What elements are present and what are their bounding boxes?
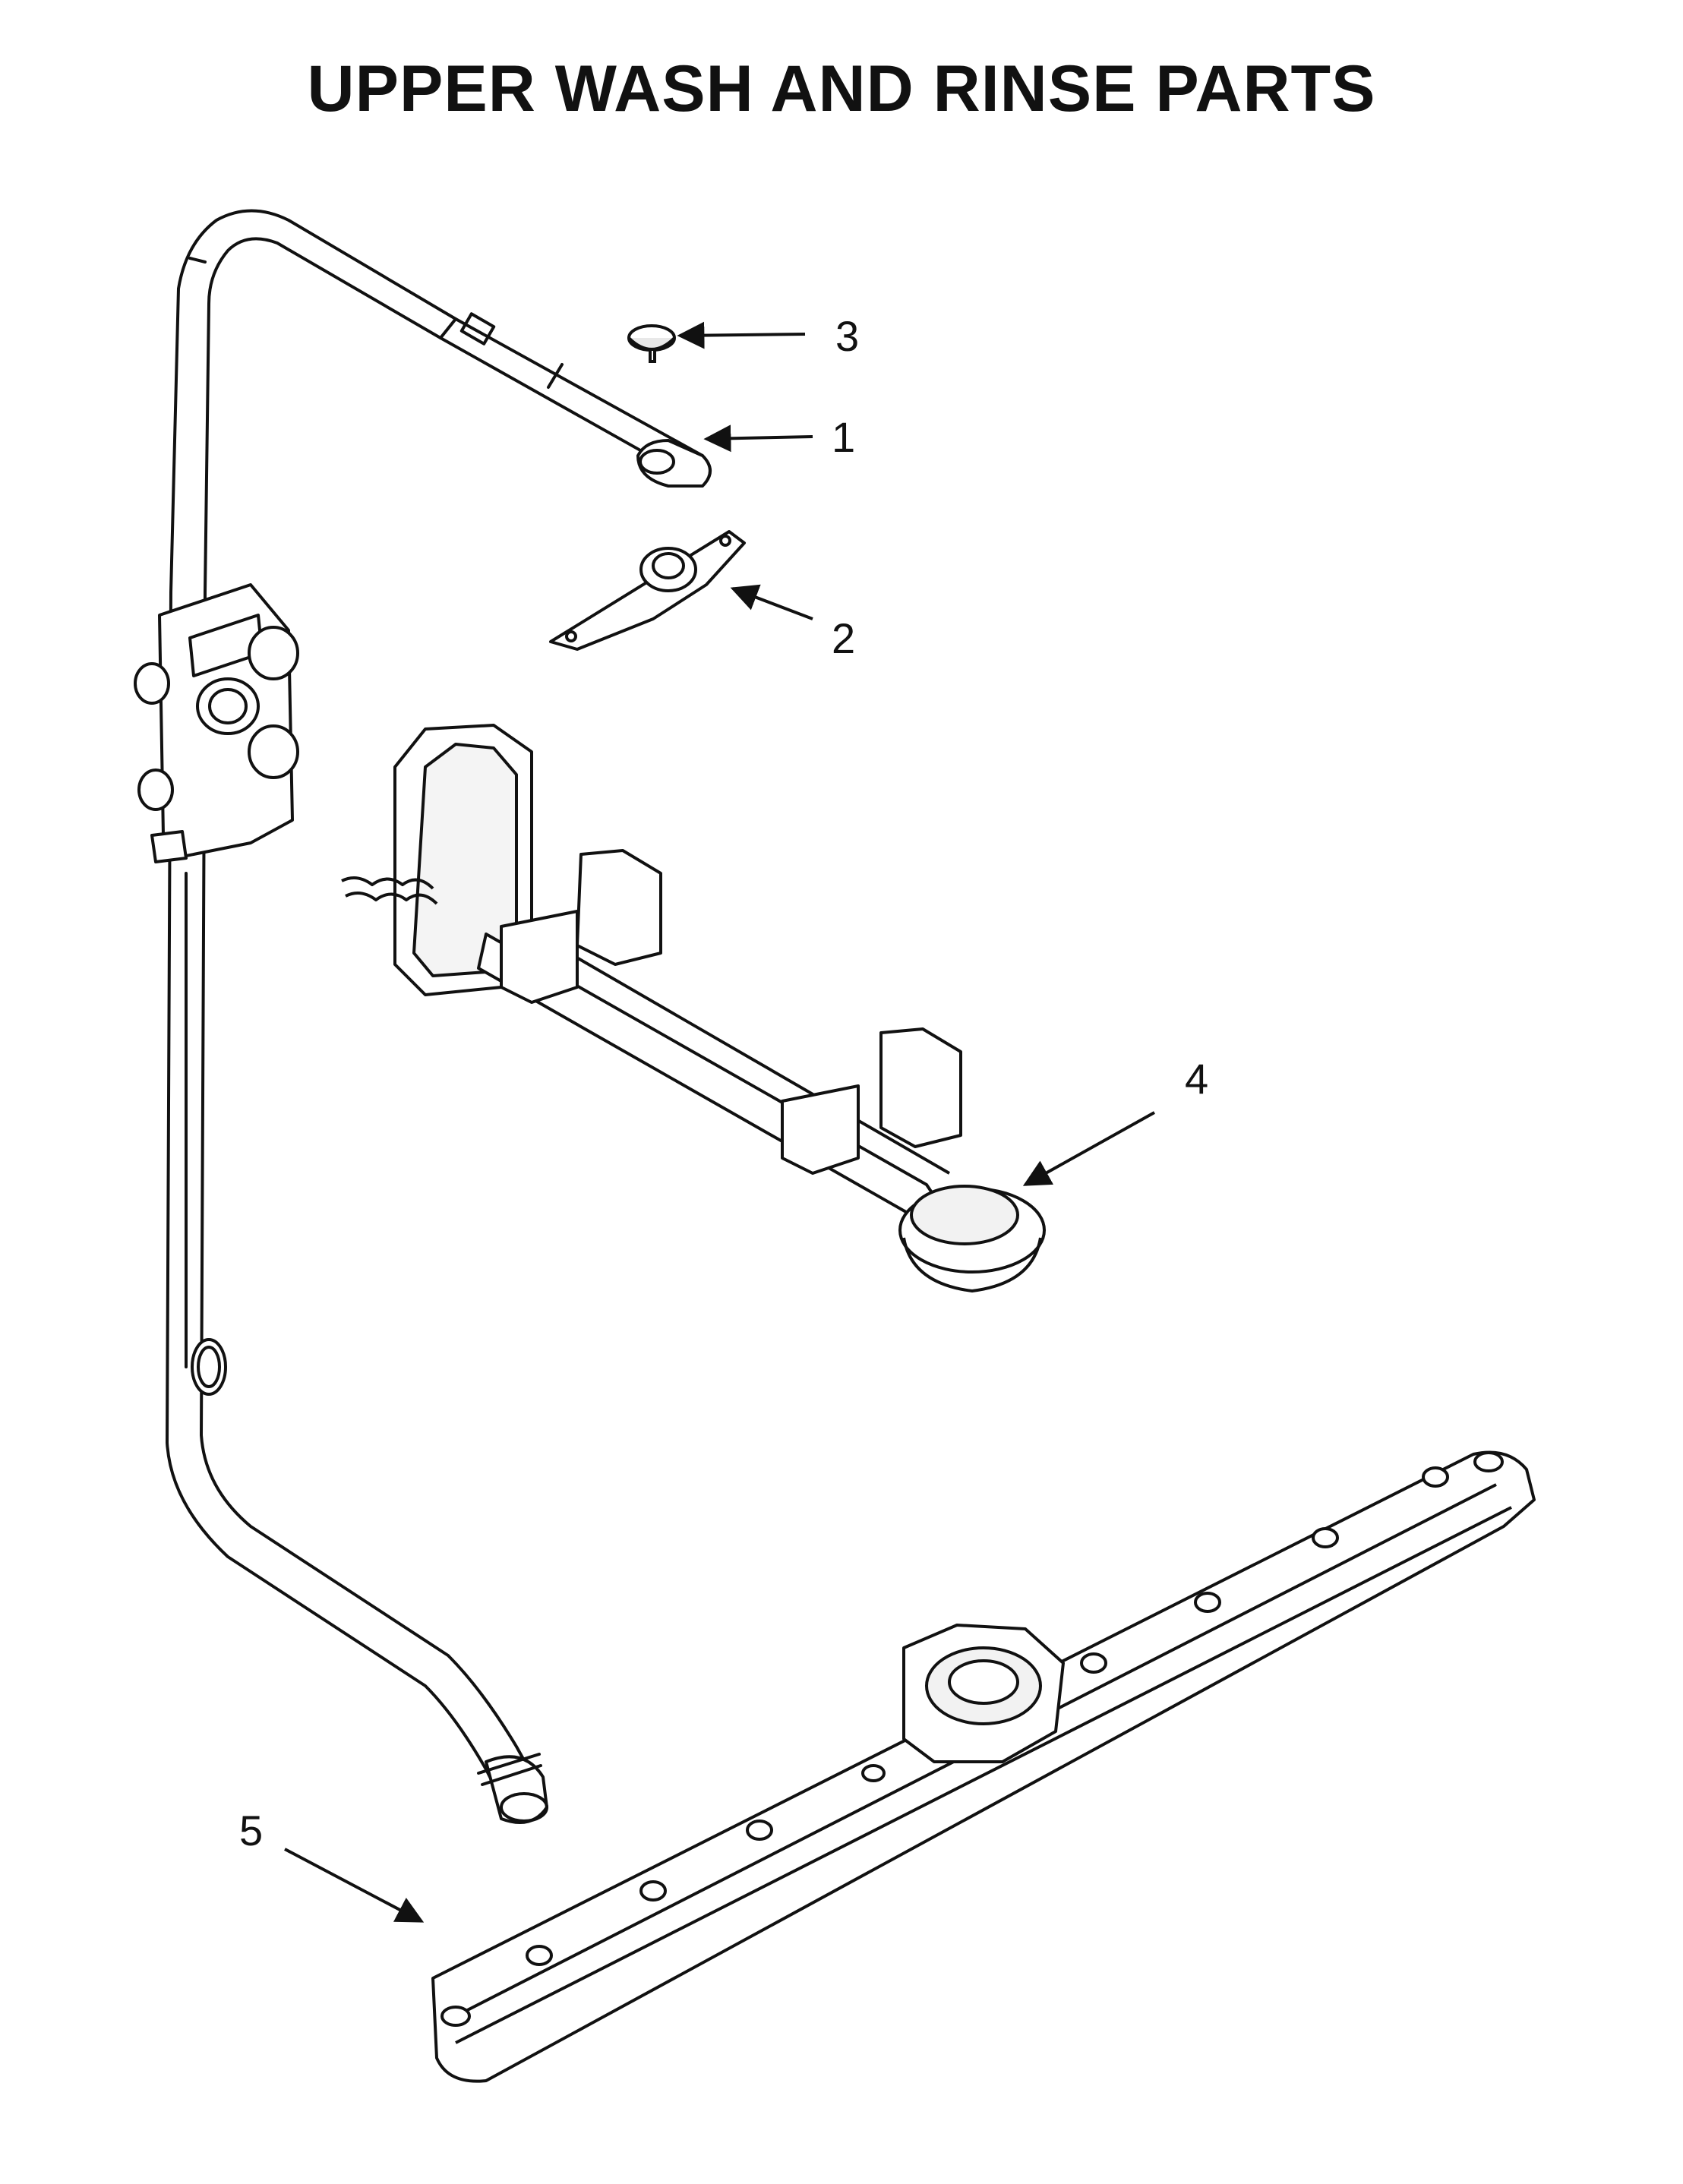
part-cap-plug	[627, 324, 676, 363]
part-lower-spray-arm	[431, 1450, 1536, 2083]
page-title: UPPER WASH AND RINSE PARTS	[307, 52, 1376, 125]
callout-label-4: 4	[1185, 1055, 1208, 1103]
part-mount-bracket	[549, 530, 746, 651]
part-riser-bracket	[134, 583, 299, 863]
callout-2: 2	[730, 584, 855, 662]
part-manifold-assembly	[341, 724, 1046, 1292]
callout-4: 4	[1022, 1055, 1208, 1186]
callout-label-3: 3	[835, 312, 859, 360]
callout-1: 1	[703, 413, 855, 461]
callout-label-5: 5	[239, 1807, 263, 1854]
callout-5: 5	[239, 1807, 425, 1923]
callout-3: 3	[677, 312, 859, 360]
callout-label-2: 2	[832, 614, 855, 662]
part-upper-supply-tube	[166, 209, 712, 1824]
callout-label-1: 1	[832, 413, 855, 461]
